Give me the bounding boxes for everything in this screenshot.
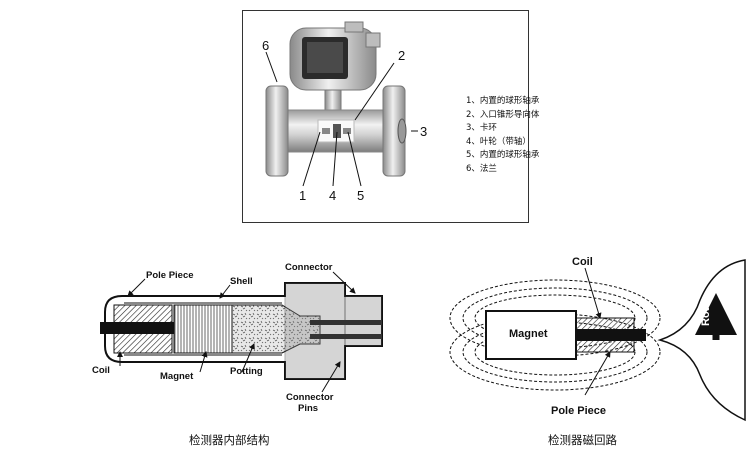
pole-piece xyxy=(100,322,174,334)
flowmeter-photo xyxy=(265,21,407,177)
detector-structure xyxy=(100,282,383,380)
legend-item: 2、入口锥形导向体 xyxy=(466,109,540,120)
label-connector-pins-line2: Pins xyxy=(298,403,319,414)
callout-3: 3 xyxy=(420,124,428,139)
label-pole-piece-right: Pole Piece xyxy=(551,405,607,417)
label-magnet-right: Magnet xyxy=(509,328,548,340)
label-potting: Potting xyxy=(230,366,263,377)
label-magnet: Magnet xyxy=(160,371,194,382)
neck xyxy=(324,89,342,113)
left-caption: 检测器内部结构 xyxy=(189,433,270,447)
label-connector-pins-line1: Connector xyxy=(286,392,334,403)
connector-pin xyxy=(310,320,382,325)
parts-legend: 1、内置的球形轴承 2、入口锥形导向体 3、卡环 4、叶轮（带轴） 5、内置的球… xyxy=(466,95,539,177)
callout-1: 1 xyxy=(299,188,307,203)
label-pole-piece: Pole Piece xyxy=(146,270,194,281)
callout-4: 4 xyxy=(329,188,337,203)
right-caption: 检测器磁回路 xyxy=(548,433,617,447)
legend-item: 6、法兰 xyxy=(466,163,497,174)
pole-piece-rod xyxy=(576,329,646,341)
callout-6: 6 xyxy=(262,38,270,53)
label-shell: Shell xyxy=(230,276,253,287)
magnetic-circuit-solid xyxy=(485,259,746,422)
magnet xyxy=(173,304,233,354)
label-connector: Connector xyxy=(285,262,333,273)
rotor xyxy=(657,259,746,422)
callout-2: 2 xyxy=(398,48,406,63)
callout-5: 5 xyxy=(357,188,365,203)
flange-left xyxy=(265,85,289,177)
potting xyxy=(231,304,321,354)
legend-item: 5、内置的球形轴承 xyxy=(466,150,540,161)
legend-item: 4、叶轮（带轴） xyxy=(466,136,531,147)
circuit-leaders xyxy=(584,267,611,396)
legend-item: 3、卡环 xyxy=(466,123,497,134)
label-coil-right: Coil xyxy=(572,256,593,268)
label-coil: Coil xyxy=(92,365,110,376)
structure-leaders xyxy=(117,271,356,393)
label-rotor: Rotor xyxy=(700,296,712,326)
legend-item: 1、内置的球形轴承 xyxy=(466,96,540,106)
callout-leaders xyxy=(265,51,418,187)
connector-pin xyxy=(310,334,382,339)
